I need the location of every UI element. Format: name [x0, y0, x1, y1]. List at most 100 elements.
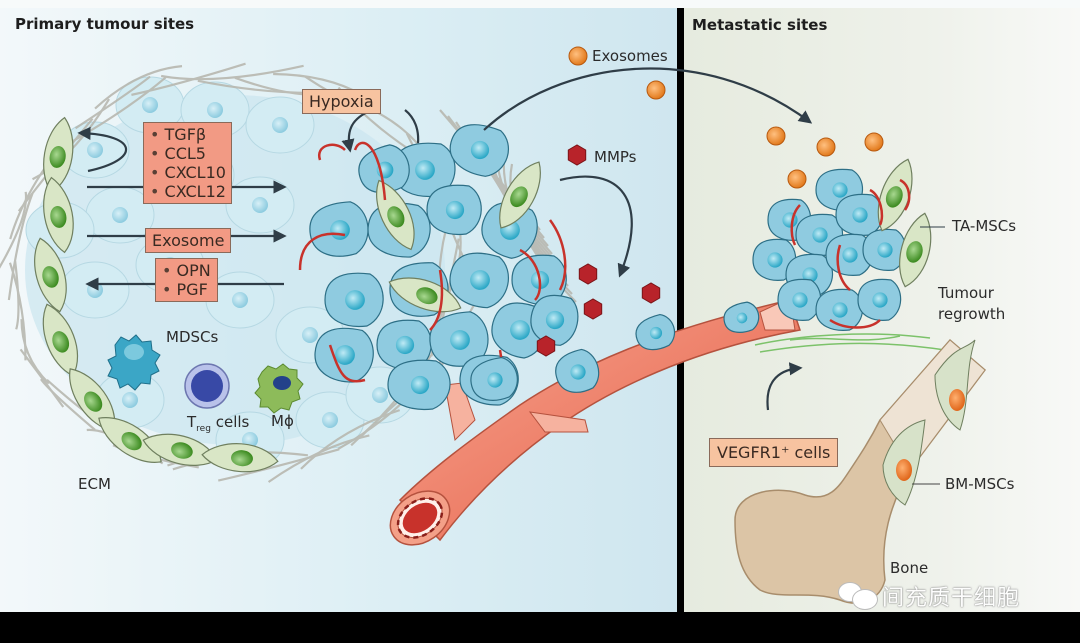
cell-nucleus — [649, 326, 663, 340]
cell-nucleus — [510, 320, 530, 340]
ecm-fibre — [267, 434, 370, 483]
metastatic-tumour-cell — [835, 193, 884, 236]
cell-nucleus — [832, 302, 848, 318]
mmp-hexagon — [583, 298, 603, 320]
exosome-box: Exosome — [145, 228, 232, 253]
exosome-particles — [568, 46, 884, 189]
factor-pgf: PGF — [162, 280, 211, 299]
stromal-msc — [142, 433, 218, 466]
circulating-tumour-cell — [555, 348, 600, 393]
msc-nucleus — [906, 241, 923, 263]
autocrine-arrow — [77, 126, 128, 173]
treg-label: Treg cells — [187, 415, 249, 434]
cell-nucleus — [852, 207, 868, 223]
metastatic-tumour-cell — [857, 278, 902, 321]
tumour-microvessel — [548, 219, 567, 291]
vegfr1-box: VEGFR1⁺ cells — [709, 438, 839, 467]
hypoxia-box: Hypoxia — [302, 89, 381, 114]
cell-nucleus — [802, 267, 818, 283]
blood-vessel — [389, 297, 801, 546]
metastatic-tumour-cell — [777, 278, 822, 321]
cytokine-box: TGFβ CCL5 CXCL10 CXCL12 — [143, 122, 232, 204]
ta-msc — [877, 158, 913, 232]
top-margin — [0, 0, 1080, 8]
msc-nucleus — [49, 146, 66, 168]
tumour-cell — [426, 184, 482, 236]
bottom-bar — [0, 612, 1080, 643]
mmps-label: MMPs — [594, 148, 637, 166]
tumour-cell — [376, 319, 432, 371]
metastatic-microvessel — [899, 178, 911, 211]
ecm-fibre — [0, 191, 28, 269]
treg-cells: cells — [215, 413, 250, 431]
stromal-msc — [69, 368, 116, 432]
cell-nucleus — [410, 375, 430, 395]
ecm-fibre — [160, 64, 304, 81]
cell-nucleus — [570, 364, 586, 380]
tumour-cell — [314, 327, 374, 383]
tumour-microvessel — [519, 248, 542, 301]
cell-nucleus — [450, 330, 470, 350]
cell-nucleus — [736, 312, 748, 324]
mdsc-cell — [107, 334, 161, 391]
watermark: 间充质干细胞 — [882, 586, 1021, 611]
background-cell-nucleus — [232, 292, 248, 308]
vegfr1-arrow — [766, 362, 803, 411]
circulating-tumour-cell — [723, 301, 760, 333]
stromal-msc — [98, 417, 162, 463]
cell-nucleus — [445, 200, 465, 220]
tumour-cell — [387, 359, 451, 411]
cell-nucleus — [335, 345, 355, 365]
tumour-cell — [392, 142, 456, 198]
cell-nucleus — [812, 227, 828, 243]
cell-nucleus — [877, 242, 893, 258]
metastatic-microvessel — [869, 188, 884, 226]
cell-nucleus — [545, 310, 565, 330]
stromal-mscs — [34, 116, 279, 473]
cytokine-cxcl10: CXCL10 — [150, 163, 226, 182]
msc-nucleus — [416, 287, 438, 305]
ecm-fibre — [217, 448, 340, 482]
cell-nucleus — [470, 270, 490, 290]
metastatic-niche-fibres — [754, 333, 946, 353]
ta-msc — [899, 212, 932, 288]
tumour-cell — [449, 252, 509, 309]
ecm-label: ECM — [78, 475, 111, 493]
mmp-hexagon — [567, 144, 587, 166]
cell-nucleus — [872, 292, 888, 308]
bone-label: Bone — [890, 559, 929, 577]
tumour-microvessel — [429, 269, 444, 331]
circulating-tumour-cell — [470, 356, 518, 401]
cell-nucleus — [842, 247, 858, 263]
cell-nucleus — [792, 292, 808, 308]
msc-nucleus — [387, 206, 405, 228]
treg-cell — [184, 363, 230, 409]
cell-nucleus — [345, 290, 365, 310]
exosome-travel-arrow — [483, 67, 813, 131]
primary-tumour-title: Primary tumour sites — [15, 15, 195, 33]
ecm-fibre — [7, 192, 34, 301]
tumour-cell — [449, 124, 510, 177]
primary-tumour-mass — [298, 124, 760, 411]
msc-nucleus — [52, 331, 70, 353]
background-cell-nucleus — [302, 327, 318, 343]
tumour-microvessel — [328, 344, 366, 383]
ecm-fibre — [131, 62, 246, 96]
opn-pgf-box: OPN PGF — [155, 258, 218, 302]
background-cell-nucleus — [87, 142, 103, 158]
metastatic-title: Metastatic sites — [692, 16, 828, 34]
bone — [734, 338, 987, 604]
metastatic-tumour-mass — [752, 158, 932, 331]
tumour-microvessel — [298, 232, 346, 271]
background-cell-nucleus — [122, 392, 138, 408]
metastatic-microvessel — [790, 204, 801, 246]
tumour-regrowth-label-line1: Tumour — [938, 284, 994, 302]
mmp-hexagon — [536, 335, 556, 357]
cell-nucleus — [487, 372, 503, 388]
mmp-particles — [536, 144, 661, 357]
stromal-msc — [34, 237, 67, 313]
background-cell-nucleus — [207, 102, 223, 118]
tumour-associated-msc — [499, 161, 541, 229]
stromal-msc — [42, 303, 78, 377]
mdscs-label: MDSCs — [166, 328, 219, 346]
